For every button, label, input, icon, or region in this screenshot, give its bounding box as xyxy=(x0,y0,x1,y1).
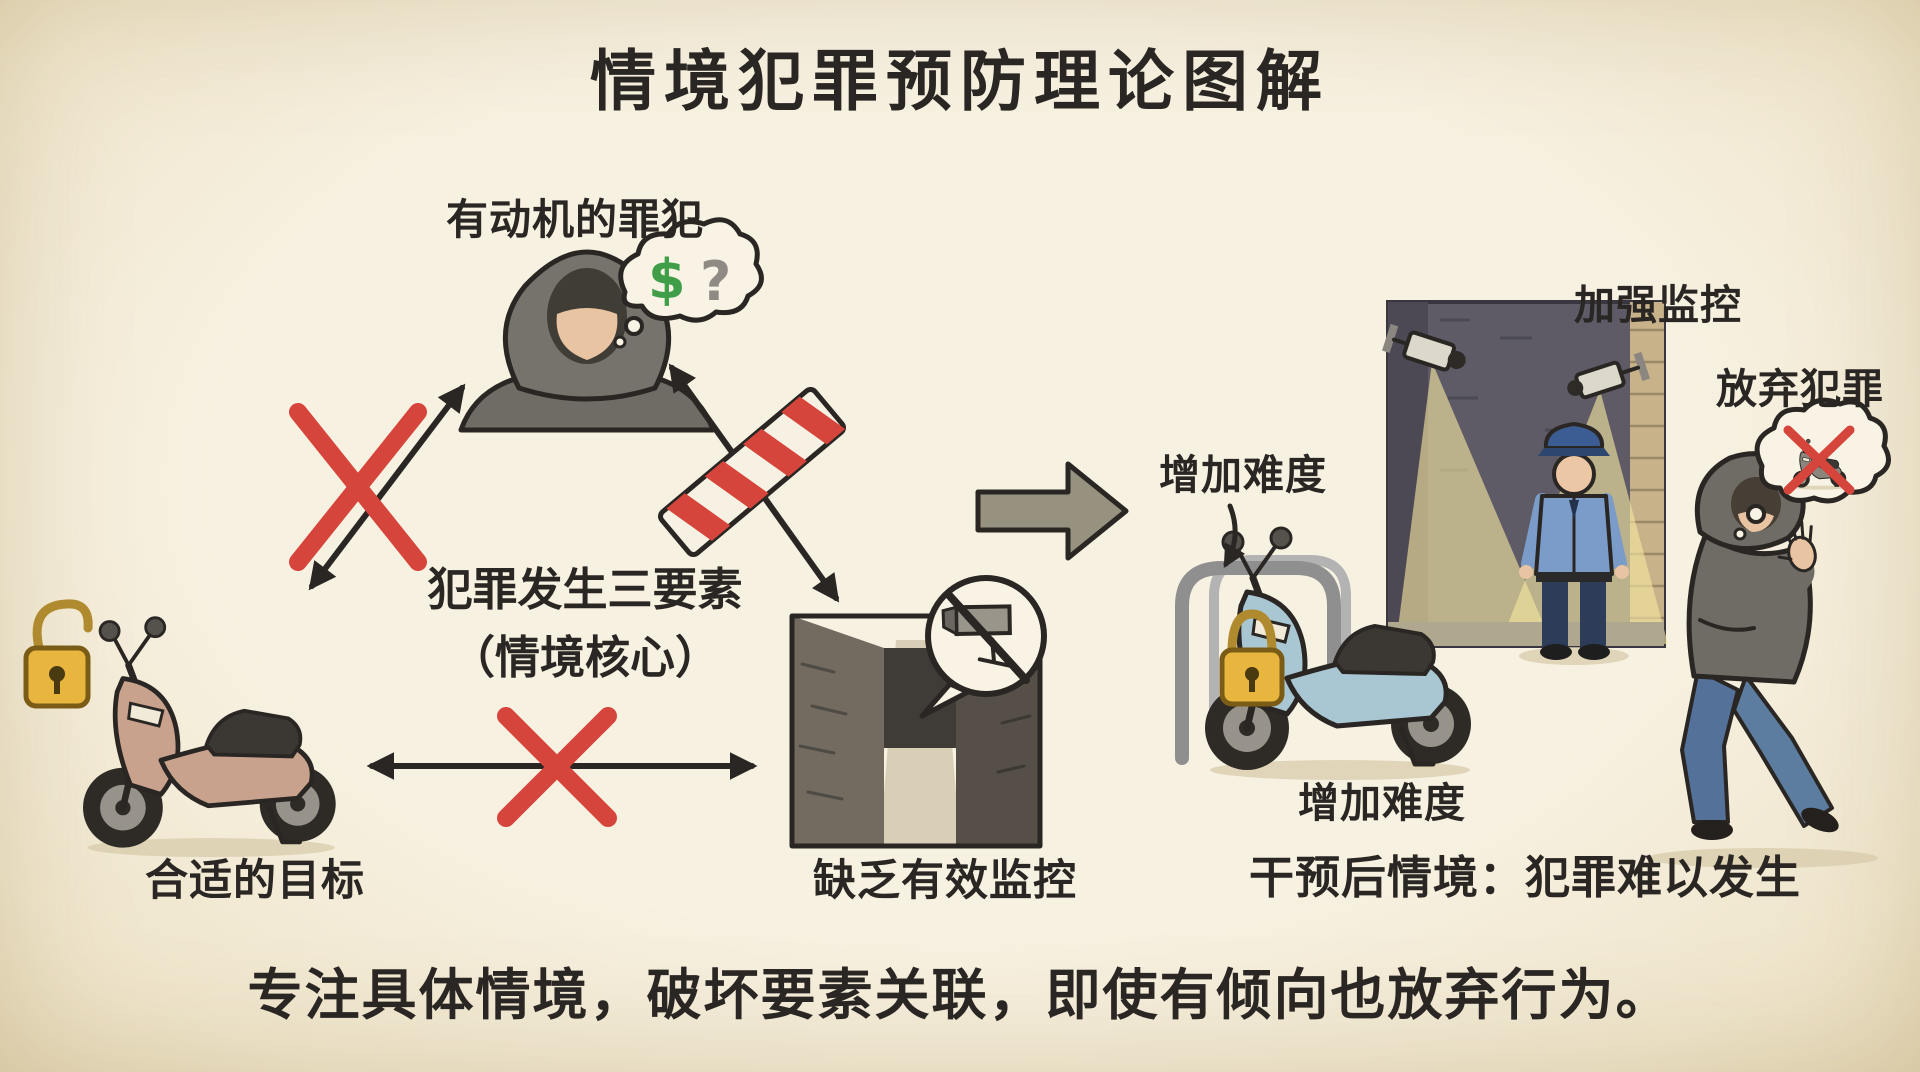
abandon-crime-label: 放弃犯罪 xyxy=(1716,365,1884,413)
footer-caption: 专注具体情境，破坏要素关联，即使有倾向也放弃行为。 xyxy=(247,963,1673,1027)
triangle-core-line2: （情境核心） xyxy=(449,630,720,684)
barrier-icon xyxy=(657,386,847,558)
no-camera-sign xyxy=(919,575,1047,719)
abandoning-offender-figure xyxy=(1648,451,1878,868)
surveillance-wall xyxy=(1382,300,1668,648)
page-title: 情境犯罪预防理论图解 xyxy=(590,43,1330,120)
target-scooter-figure xyxy=(83,618,336,857)
light-beam-left xyxy=(1396,362,1552,644)
target-label: 合适的目标 xyxy=(145,856,365,906)
triangle-core-label: 犯罪发生三要素 （情境核心） xyxy=(375,556,795,691)
triangle-core-line1: 犯罪发生三要素 xyxy=(427,563,743,616)
surveillance-label: 缺乏有效监控 xyxy=(813,856,1077,906)
dollar-sign-icon: $ xyxy=(648,248,686,311)
offender-label: 有动机的罪犯 xyxy=(445,195,704,244)
offender-thought-bubble xyxy=(613,217,764,349)
result-caption: 干预后情境：犯罪难以发生 xyxy=(1248,851,1801,904)
cctv-camera-icon-left xyxy=(1382,323,1466,372)
flow-arrow xyxy=(975,461,1129,561)
arrow-offender-target xyxy=(308,383,466,591)
police-officer-figure xyxy=(1519,421,1629,665)
open-padlock-icon xyxy=(23,599,93,709)
cctv-camera-icon-right xyxy=(1567,351,1650,400)
question-mark-icon: ? xyxy=(700,250,732,313)
red-x-target-surveillance xyxy=(497,707,617,827)
strengthen-surveillance-label: 加强监控 xyxy=(1574,281,1742,329)
closed-padlock-icon xyxy=(1219,609,1285,707)
increase-difficulty-top-label: 增加难度 xyxy=(1159,451,1327,499)
red-x-offender-target xyxy=(289,403,427,571)
abandon-thought-bubble xyxy=(1733,397,1891,541)
red-x-thought xyxy=(1783,425,1855,495)
increase-difficulty-bottom-label: 增加难度 xyxy=(1298,779,1466,827)
difficulty-pointer-arrow xyxy=(1223,503,1246,568)
